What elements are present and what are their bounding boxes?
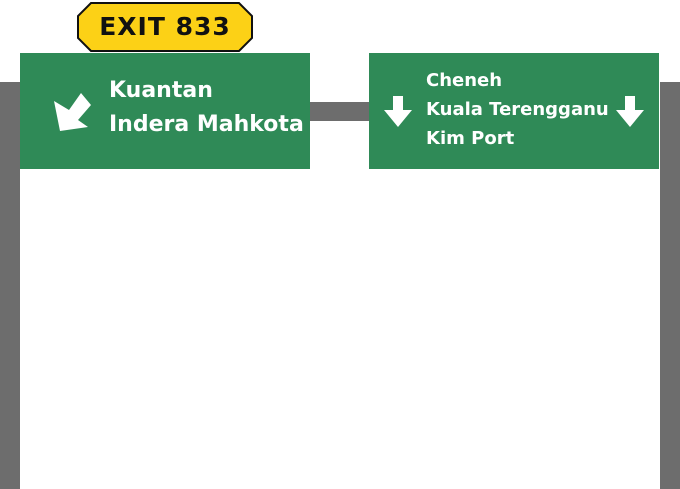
arrow-down-left-icon — [54, 93, 91, 131]
destination: Kuala Terengganu — [426, 99, 609, 120]
right-sign: Cheneh Kuala Terengganu Kim Port — [369, 53, 659, 169]
destination: Kim Port — [426, 128, 515, 149]
destination: Cheneh — [426, 70, 503, 91]
left-post — [0, 82, 20, 489]
destination: Indera Mahkota — [109, 112, 304, 137]
arrow-down-icon — [384, 96, 412, 127]
exit-number: EXIT 833 — [99, 12, 231, 41]
destination: Kuantan — [109, 78, 213, 103]
arrow-down-icon — [616, 96, 644, 127]
crossbar — [300, 102, 380, 121]
exit-plate — [77, 2, 253, 52]
left-sign: Kuantan Indera Mahkota — [20, 53, 310, 169]
right-post — [660, 82, 680, 489]
